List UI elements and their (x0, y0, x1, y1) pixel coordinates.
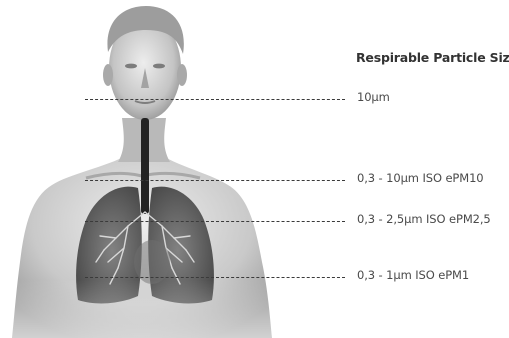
label-epm1: 0,3 - 1µm ISO ePM1 (357, 268, 469, 282)
guide-line-epm1 (85, 277, 345, 278)
right-ear (177, 64, 187, 86)
guide-line-epm2-5 (85, 221, 345, 222)
left-eye (125, 64, 137, 69)
trachea (141, 118, 149, 214)
right-eye (153, 64, 165, 69)
guide-line-10um (85, 99, 345, 100)
left-ear (103, 64, 113, 86)
label-epm10: 0,3 - 10µm ISO ePM10 (357, 171, 484, 185)
guide-line-epm10 (85, 180, 345, 181)
label-epm2-5: 0,3 - 2,5µm ISO ePM2,5 (357, 212, 491, 226)
label-10um: 10µm (357, 90, 390, 104)
diagram-title: Respirable Particle Size (356, 50, 509, 65)
